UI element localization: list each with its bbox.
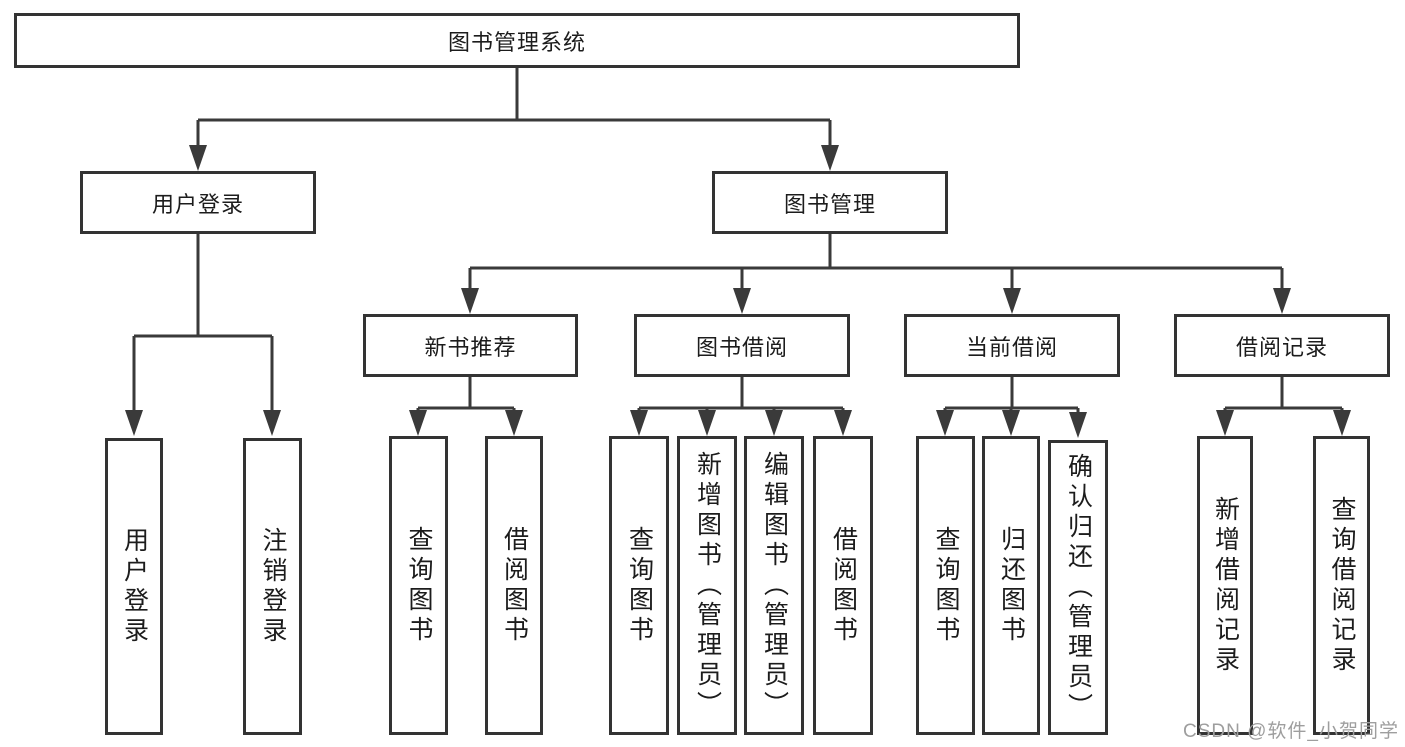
arrow-icon: [189, 145, 207, 171]
leaf-add-book-admin: 新增图书（管理员）: [677, 436, 737, 735]
node-user-login: 用户登录: [80, 171, 316, 234]
leaf-recommend-query-book: 查询图书: [389, 436, 448, 735]
arrow-icon: [630, 410, 648, 436]
arrow-icon: [409, 410, 427, 436]
arrow-icon: [936, 410, 954, 436]
leaf-return-book: 归还图书: [982, 436, 1040, 735]
leaf-recommend-borrow-book: 借阅图书: [485, 436, 543, 735]
arrow-icon: [1003, 288, 1021, 314]
arrow-icon: [461, 288, 479, 314]
node-book-management: 图书管理: [712, 171, 948, 234]
leaf-logout: 注销登录: [243, 438, 302, 735]
leaf-borrow-book: 借阅图书: [813, 436, 873, 735]
arrow-icon: [1273, 288, 1291, 314]
arrow-icon: [821, 145, 839, 171]
watermark: CSDN @软件_小贺同学: [1183, 721, 1399, 742]
arrow-icon: [505, 410, 523, 436]
arrow-icon: [1333, 410, 1351, 436]
arrow-icon: [263, 410, 281, 436]
leaf-query-borrow-record: 查询借阅记录: [1313, 436, 1370, 735]
leaf-add-borrow-record: 新增借阅记录: [1197, 436, 1253, 735]
node-borrow-records: 借阅记录: [1174, 314, 1390, 377]
node-new-book-recommend: 新书推荐: [363, 314, 578, 377]
node-book-borrow: 图书借阅: [634, 314, 850, 377]
arrow-icon: [733, 288, 751, 314]
arrow-icon: [1002, 410, 1020, 436]
leaf-confirm-return-admin: 确认归还（管理员）: [1048, 440, 1108, 735]
arrow-icon: [698, 410, 716, 436]
arrow-icon: [765, 410, 783, 436]
leaf-edit-book-admin: 编辑图书（管理员）: [744, 436, 804, 735]
arrow-icon: [1216, 410, 1234, 436]
arrow-icon: [1069, 412, 1087, 438]
leaf-borrow-query-book: 查询图书: [609, 436, 669, 735]
arrow-icon: [834, 410, 852, 436]
node-current-borrow: 当前借阅: [904, 314, 1120, 377]
arrow-icon: [125, 410, 143, 436]
node-root-system: 图书管理系统: [14, 13, 1020, 68]
leaf-current-query-book: 查询图书: [916, 436, 975, 735]
leaf-user-login: 用户登录: [105, 438, 163, 735]
